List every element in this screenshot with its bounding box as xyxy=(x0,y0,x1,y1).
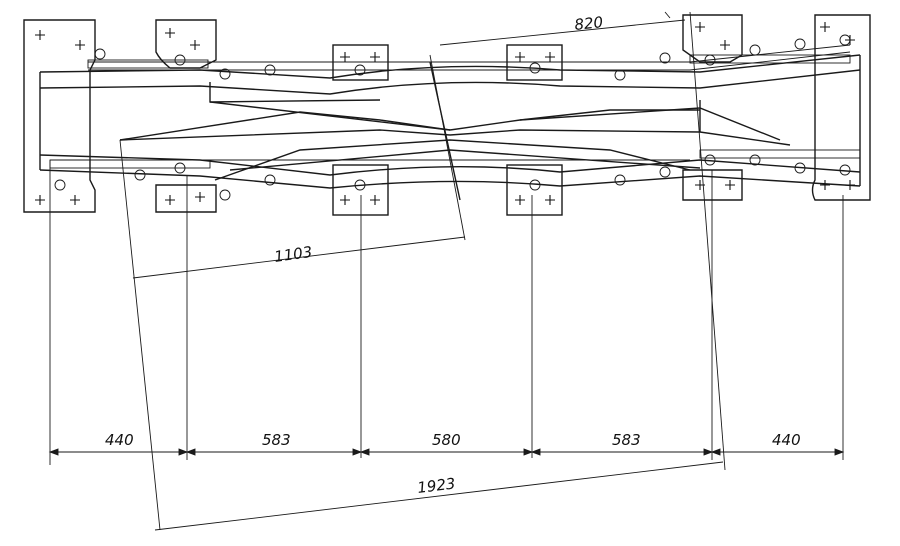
dim-440-left: 440 xyxy=(105,431,134,449)
bolts xyxy=(54,34,851,201)
rail-body xyxy=(39,44,861,201)
dim-583-left: 583 xyxy=(262,431,291,449)
dim-1103: 1103 xyxy=(273,243,313,266)
dim-583-right: 583 xyxy=(612,431,641,449)
dim-440-right: 440 xyxy=(772,431,801,449)
right-end-plate xyxy=(682,14,871,201)
extension-lines xyxy=(49,11,844,531)
left-end-plate xyxy=(23,19,217,213)
plate-crosses xyxy=(35,22,855,205)
dim-1923: 1923 xyxy=(416,474,456,497)
dim-820: 820 xyxy=(574,13,604,34)
dimension-lines xyxy=(48,19,845,531)
dim-580: 580 xyxy=(432,431,461,449)
